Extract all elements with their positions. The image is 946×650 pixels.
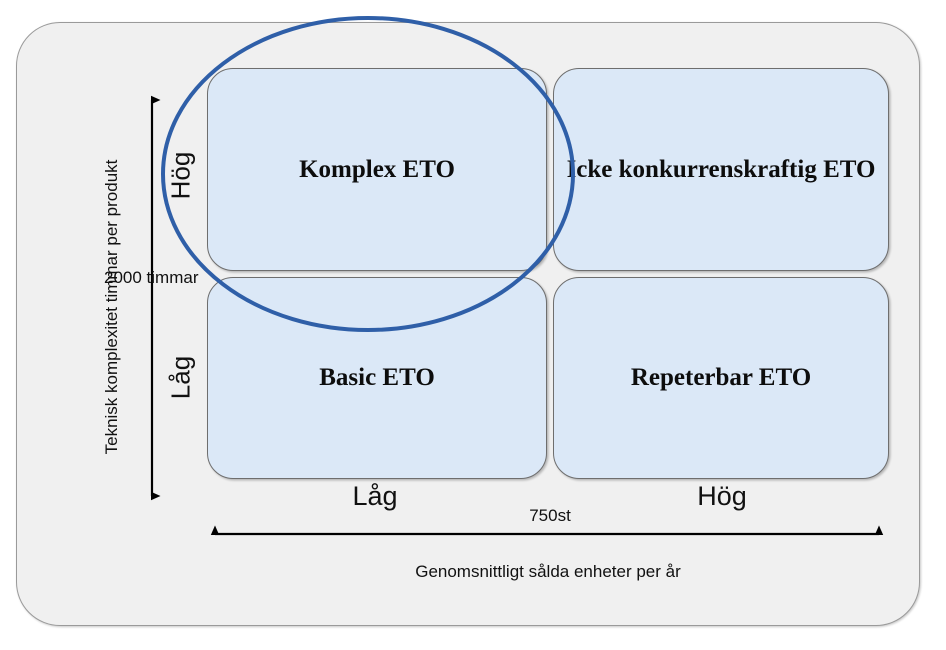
quadrant-label-repeterbar-eto: Repeterbar ETO [630,364,812,392]
quadrant-top-right[interactable]: Icke konkurrenskraftig ETO [553,68,889,271]
x-axis-threshold-label: 750st [529,506,571,525]
x-axis-low-label: Låg [352,481,398,511]
quadrant-bottom-left[interactable]: Basic ETO [207,277,547,479]
quadrant-bottom-right[interactable]: Repeterbar ETO [553,277,889,479]
x-axis-title: Genomsnittligt sålda enheter per år [415,562,681,581]
quadrant-label-komplex-eto: Komplex ETO [299,155,455,183]
quadrant-label-basic-eto: Basic ETO [319,364,435,392]
y-axis-high-label: Hög [165,151,196,200]
y-axis-title: Teknisk komplexitet timmar per produkt [102,159,121,455]
quadrant-top-left[interactable]: Komplex ETO [207,68,547,271]
y-axis-low-label: Låg [165,355,196,400]
x-axis-high-label: Hög [697,481,747,511]
quadrant-label-icke-konkurrenskraftig-eto: Icke konkurrenskraftig ETO [566,155,876,183]
y-axis-threshold-label: 2000 timmar [104,268,199,287]
